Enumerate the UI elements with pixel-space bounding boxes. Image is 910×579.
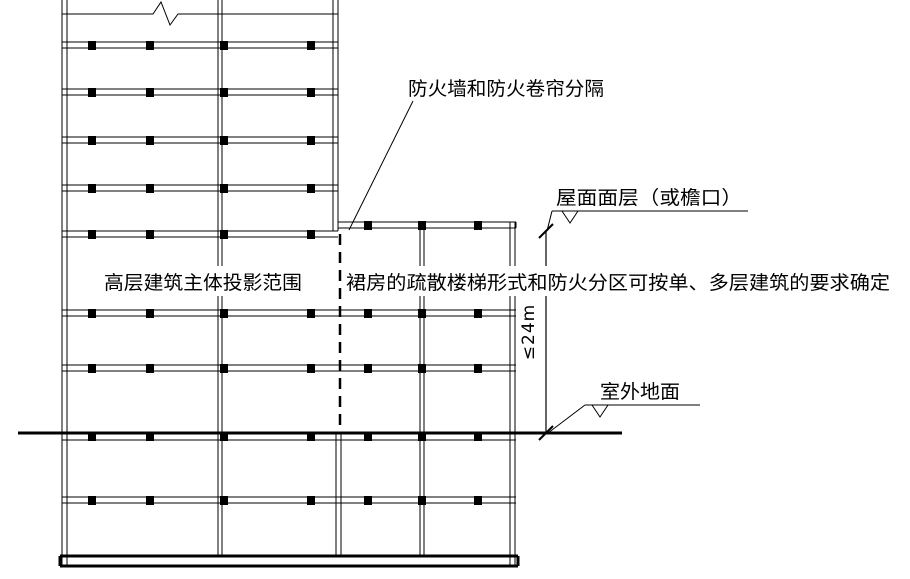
roof-leader-line [546, 210, 553, 232]
tower-left-wall [61, 14, 68, 567]
podium-label-mask [344, 266, 900, 296]
roof-annotation [546, 210, 748, 232]
ground-leader-line [547, 404, 586, 434]
foundation-slab [58, 554, 520, 568]
tower-projection-label: 高层建筑主体投影范围 [104, 272, 302, 294]
lower-floor-slab [62, 364, 516, 373]
fire-wall-leader-line [348, 100, 414, 231]
basement-floor-slab [62, 496, 516, 505]
height-dimension [538, 223, 554, 441]
roof-surface-label: 屋面面层（或檐口） [556, 187, 742, 209]
top-break-line [62, 0, 338, 27]
tower-floor-slab [62, 88, 338, 97]
tower-right-wall [332, 14, 339, 231]
height-dimension-label: ≤24m [519, 304, 539, 360]
ground-annotation [547, 404, 700, 434]
outdoor-ground-label: 室外地面 [600, 381, 680, 403]
fire-separation-label: 防火墙和防火卷帘分隔 [408, 78, 604, 100]
tower-floor-slab [62, 230, 338, 239]
roof-level-triangle-icon [561, 210, 579, 224]
podium-roof-slab [338, 221, 516, 230]
dimension-tick-bottom [538, 425, 554, 441]
ground-level-triangle-icon [591, 404, 609, 418]
tower-floor-slab [62, 41, 338, 50]
tower-label-mask [98, 266, 312, 296]
basement-column-under-firewall [335, 433, 342, 556]
tower-floor-slab [62, 136, 338, 145]
tower-floor-slab [62, 184, 338, 193]
podium-note-label: 裙房的疏散楼梯形式和防火分区可按单、多层建筑的要求确定 [346, 272, 890, 294]
dimension-tick-top [538, 223, 554, 239]
wall-stubs-above-cut [61, 0, 339, 14]
lower-floor-slab [62, 309, 516, 318]
